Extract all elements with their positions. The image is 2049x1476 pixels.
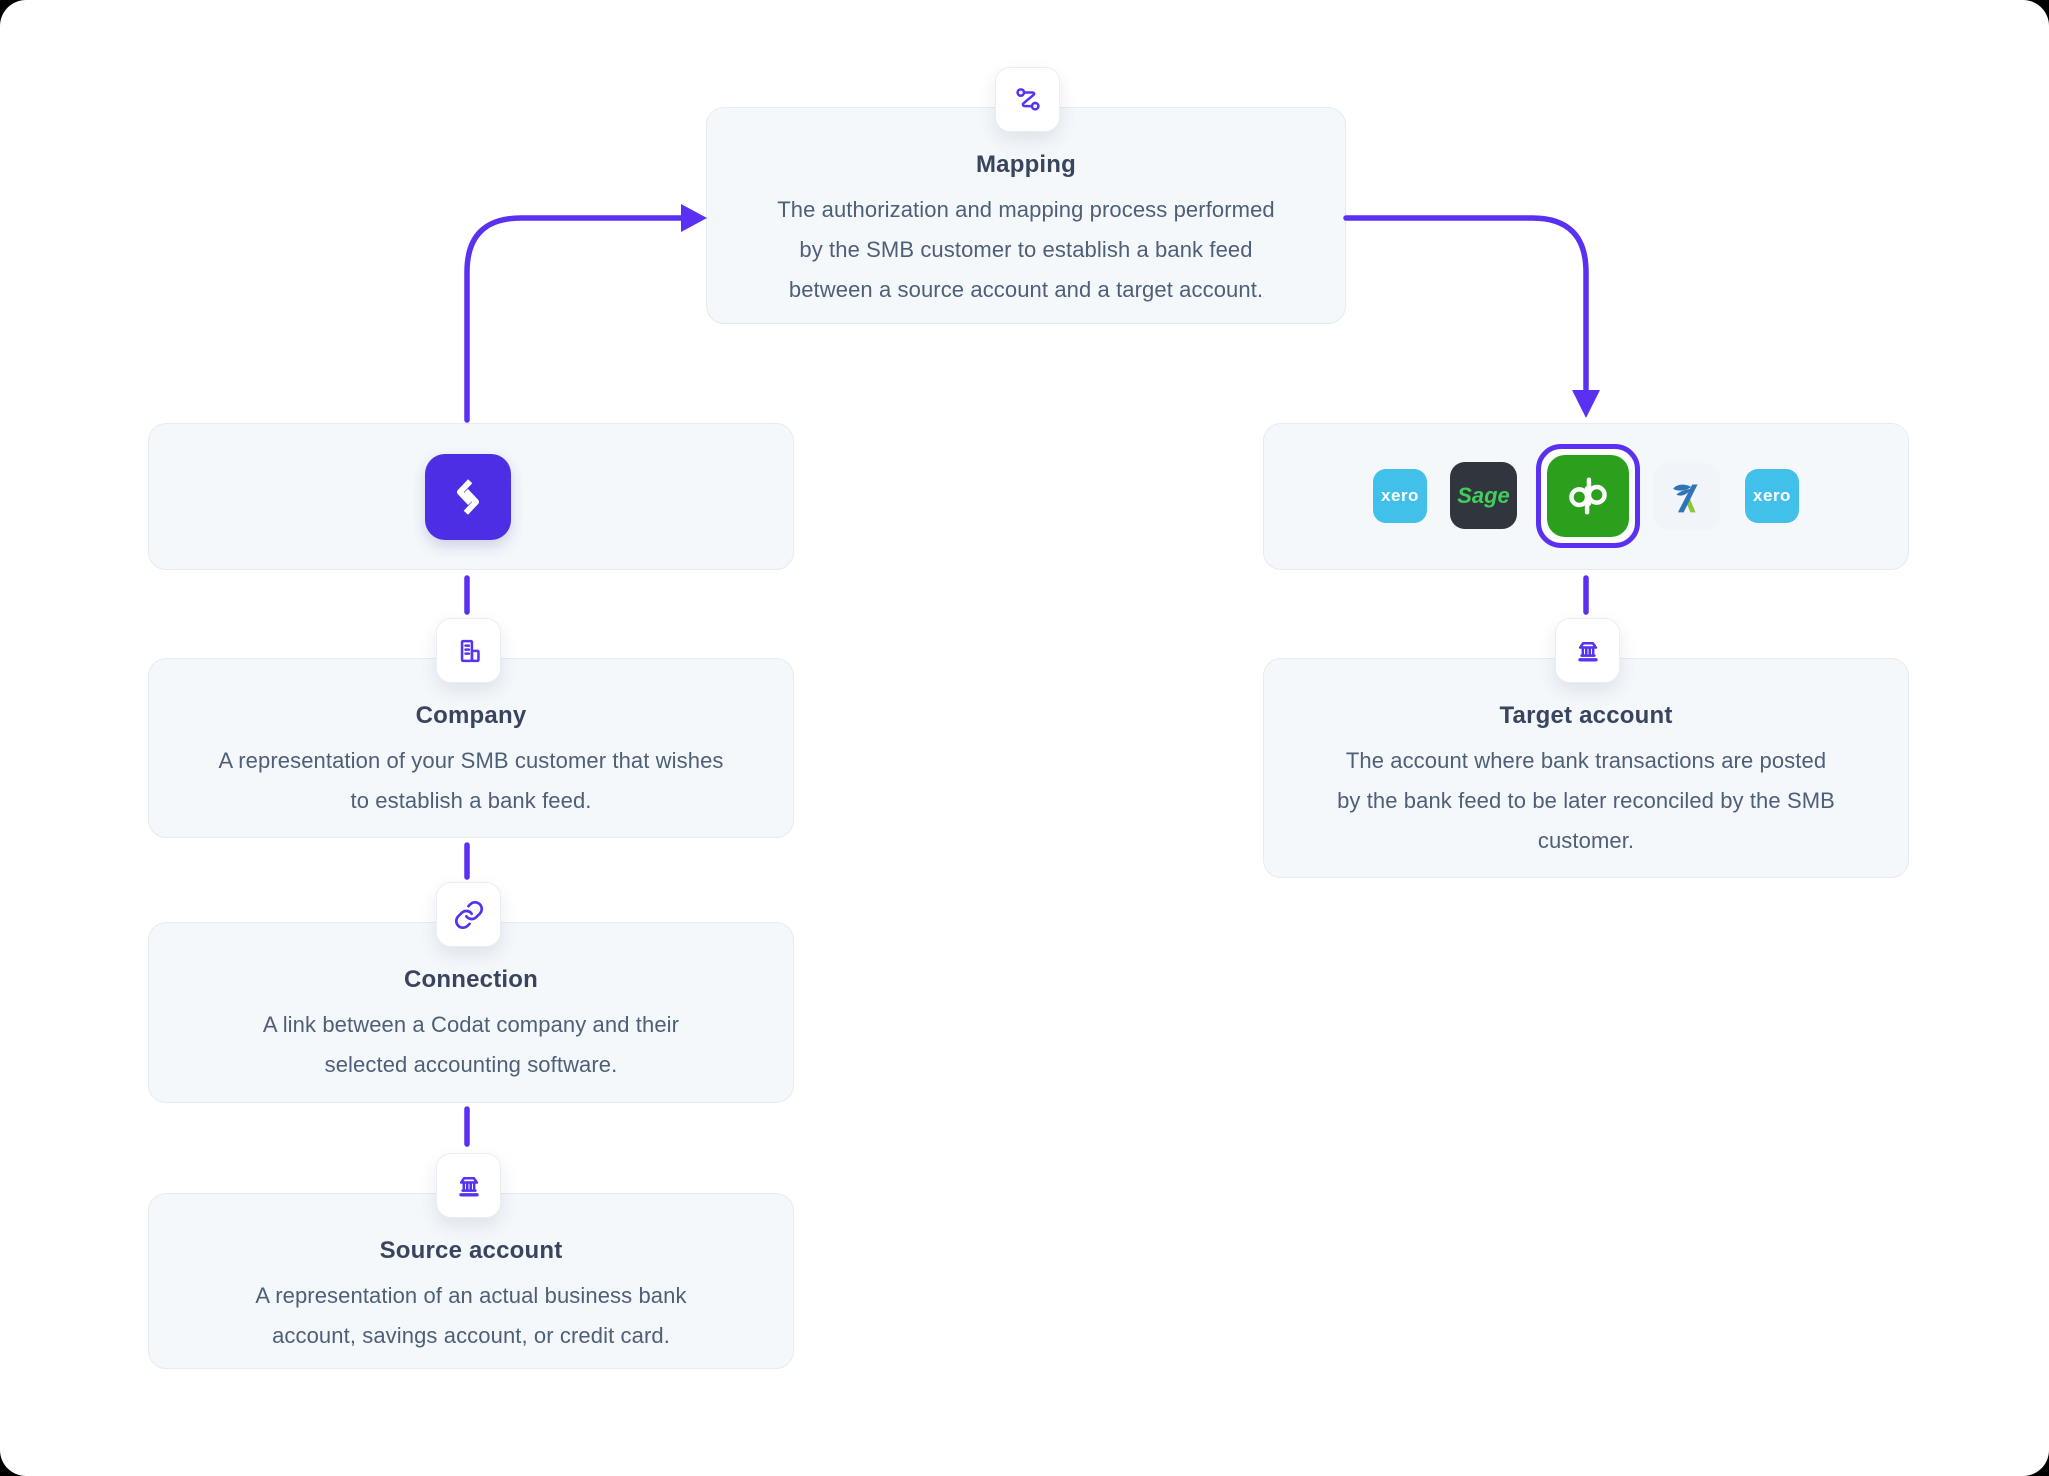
xero-wordmark: xero	[1753, 486, 1791, 505]
target-account-description: The account where bank transactions are …	[1337, 748, 1835, 853]
xero-logo: xero	[1373, 469, 1427, 523]
freeagent-a-icon	[1672, 484, 1698, 512]
arrow-company-to-mapping	[464, 215, 684, 423]
source-account-title: Source account	[379, 1237, 563, 1264]
company-description: A representation of your SMB customer th…	[218, 748, 724, 813]
building-icon	[460, 639, 480, 662]
connection-node: Connection A link between a Codat compan…	[148, 922, 794, 1103]
target-account-title: Target account	[1499, 702, 1673, 729]
mapping-description: The authorization and mapping process pe…	[777, 197, 1275, 302]
sage-wordmark: Sage	[1457, 482, 1510, 508]
target-account-icon-card	[1555, 618, 1620, 683]
bank-icon	[458, 1176, 479, 1196]
connection-icon-card	[436, 882, 501, 947]
xero-logo: xero	[1745, 469, 1799, 523]
arrowhead-down	[1572, 390, 1600, 418]
mapping-title: Mapping	[975, 151, 1077, 178]
mapping-icon-card	[995, 67, 1060, 132]
codat-logo	[425, 454, 511, 540]
company-title: Company	[415, 702, 527, 729]
company-icon-card	[436, 618, 501, 683]
source-account-icon-card	[436, 1153, 501, 1218]
source-account-description: A representation of an actual business b…	[255, 1283, 687, 1348]
arrowhead-right	[681, 204, 707, 232]
arrow-mapping-to-platforms	[1343, 215, 1589, 393]
source-account-node: Source account A representation of an ac…	[148, 1193, 794, 1369]
codat-chevrons-icon	[456, 479, 480, 515]
freeagent-logo	[1653, 463, 1720, 530]
bank-icon	[1577, 641, 1598, 661]
xero-wordmark: xero	[1381, 486, 1419, 505]
mapping-node: Mapping The authorization and mapping pr…	[706, 107, 1346, 324]
connection-description: A link between a Codat company and their…	[262, 1012, 680, 1077]
company-node: Company A representation of your SMB cus…	[148, 658, 794, 838]
link-icon	[454, 900, 483, 929]
quickbooks-qb-icon	[1569, 477, 1607, 515]
quickbooks-tile	[1547, 455, 1629, 537]
route-icon	[1015, 87, 1040, 111]
quickbooks-logo-selected	[1536, 444, 1640, 548]
target-account-node: Target account The account where bank tr…	[1263, 658, 1909, 878]
connection-title: Connection	[404, 966, 538, 993]
sage-logo: Sage	[1450, 462, 1517, 529]
